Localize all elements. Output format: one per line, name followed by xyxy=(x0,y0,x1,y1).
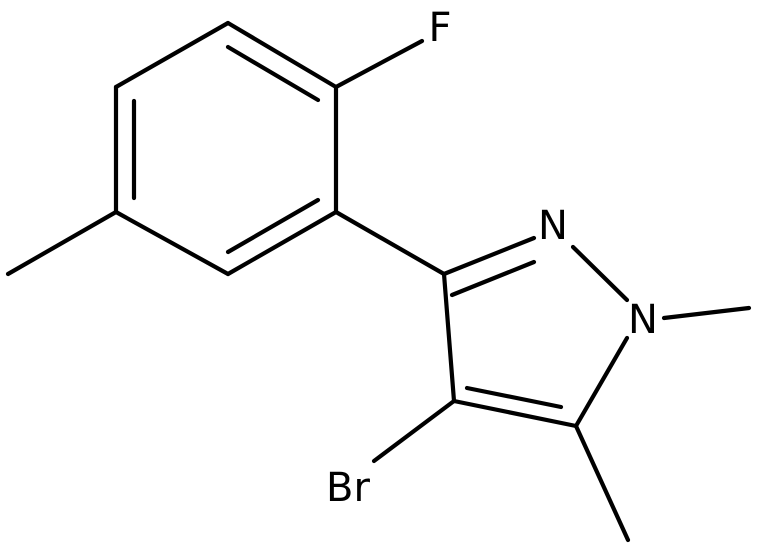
bond-c3-n2-inner xyxy=(449,259,537,298)
bond-c5-c4 xyxy=(451,398,579,429)
bond-methyl-aryl xyxy=(5,209,119,277)
bond-ring-top-right xyxy=(225,20,339,90)
bond-ring-bottom-left xyxy=(113,209,231,277)
bond-c5-methyl xyxy=(573,423,631,543)
atom-nitrogen-1-label: N xyxy=(628,297,658,343)
bond-c4-bromine xyxy=(371,398,457,464)
bond-ring-bottom-right-inner xyxy=(225,197,321,255)
bond-aryl-pyrazole xyxy=(333,209,447,277)
bond-c5-c4-inner xyxy=(464,385,564,410)
bond-ring-top-right-inner xyxy=(225,44,321,103)
bond-n2-n1 xyxy=(570,244,630,303)
bond-n1-c5 xyxy=(573,335,630,429)
atom-fluorine-label: F xyxy=(428,5,451,51)
bond-ring-bottom-right xyxy=(225,209,339,277)
atom-bromine-label: Br xyxy=(326,465,370,511)
bond-c3-n2 xyxy=(441,235,537,277)
bond-n1-methyl xyxy=(661,305,752,321)
atom-nitrogen-2-label: N xyxy=(538,203,568,249)
bond-ring-top xyxy=(113,20,231,90)
bond-c-fluorine xyxy=(333,38,425,90)
bond-c4-c3 xyxy=(441,271,457,404)
